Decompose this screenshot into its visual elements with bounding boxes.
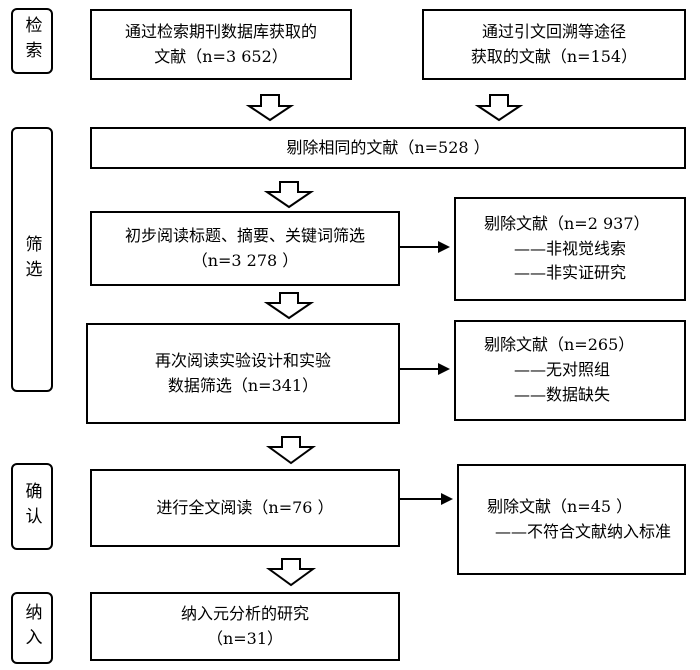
down-arrow-3 (263, 181, 315, 209)
stage-confirm: 确认 (11, 463, 53, 550)
stage-search: 检索 (11, 8, 53, 74)
full-text-reading-box: 进行全文阅读（n=76 ） (90, 469, 400, 547)
excluded-3-item-1: ——不符合文献纳入标准 (495, 521, 672, 541)
second-screening-box: 再次阅读实验设计和实验 数据筛选（n=341） (86, 323, 400, 424)
citation-search-box: 通过引文回溯等途径 获取的文献（n=154） (422, 9, 686, 80)
excluded-1-item-1: ——非视觉线索 (514, 238, 627, 258)
remove-duplicates-text: 剔除相同的文献（n=528 ） (286, 137, 490, 157)
right-arrow-2 (400, 363, 450, 375)
down-arrow-1 (245, 94, 295, 122)
excluded-box-3: 剔除文献（n=45 ） ——不符合文献纳入标准 (457, 464, 686, 575)
initial-screening-line1: 初步阅读标题、摘要、关键词筛选 (124, 225, 365, 245)
excluded-2-item-2: ——数据缺失 (514, 384, 611, 404)
initial-screening-box: 初步阅读标题、摘要、关键词筛选 （n=3 278 ） (90, 211, 400, 286)
excluded-3-title: 剔除文献（n=45 ） (487, 496, 633, 516)
excluded-2-item-1: ——无对照组 (514, 360, 611, 380)
right-arrow-1 (400, 241, 450, 253)
remove-duplicates-box: 剔除相同的文献（n=528 ） (90, 127, 686, 169)
down-arrow-2 (474, 94, 524, 122)
stage-search-label: 检索 (21, 16, 42, 66)
stage-screen: 筛选 (11, 127, 53, 392)
excluded-2-title: 剔除文献（n=265） (484, 335, 635, 355)
initial-screening-line2: （n=3 278 ） (191, 250, 299, 270)
included-studies-line1: 纳入元分析的研究 (180, 603, 309, 623)
database-search-box: 通过检索期刊数据库获取的 文献（n=3 652） (90, 9, 352, 80)
down-arrow-6 (265, 558, 317, 587)
included-studies-box: 纳入元分析的研究 （n=31） (90, 592, 400, 661)
excluded-1-title: 剔除文献（n=2 937） (484, 213, 650, 233)
citation-search-line1: 通过引文回溯等途径 (481, 21, 626, 41)
excluded-1-item-2: ——非实证研究 (514, 263, 627, 283)
second-screening-line1: 再次阅读实验设计和实验 (154, 350, 331, 370)
excluded-box-1: 剔除文献（n=2 937） ——非视觉线索 ——非实证研究 (454, 197, 686, 301)
excluded-box-2: 剔除文献（n=265） ——无对照组 ——数据缺失 (454, 320, 686, 421)
right-arrow-3 (400, 493, 453, 505)
stage-confirm-label: 确认 (21, 481, 42, 532)
stage-include-label: 纳入 (21, 603, 42, 653)
included-studies-line2: （n=31） (206, 628, 284, 648)
database-search-line2: 文献（n=3 652） (154, 46, 288, 66)
stage-screen-label: 筛选 (21, 234, 42, 285)
citation-search-line2: 获取的文献（n=154） (470, 46, 638, 66)
down-arrow-5 (265, 436, 317, 465)
down-arrow-4 (263, 292, 315, 320)
stage-include: 纳入 (11, 592, 53, 664)
database-search-line1: 通过检索期刊数据库获取的 (124, 21, 317, 41)
full-text-reading-text: 进行全文阅读（n=76 ） (156, 497, 334, 517)
second-screening-line2: 数据筛选（n=341） (167, 375, 319, 395)
